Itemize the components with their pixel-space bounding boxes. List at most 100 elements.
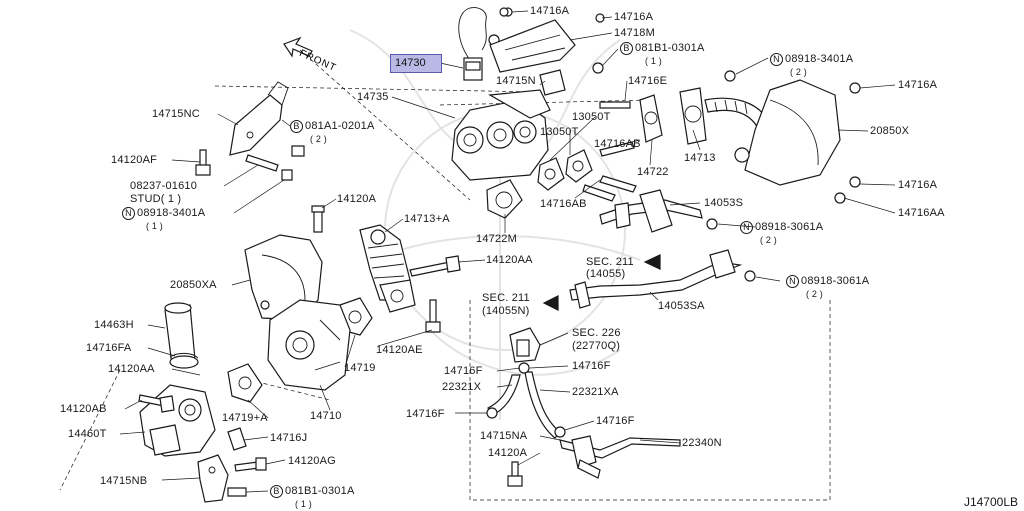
- label-14715nc[interactable]: 14715NC: [152, 108, 200, 120]
- label-14722[interactable]: 14722: [637, 166, 669, 178]
- nut-ring-icon: N: [770, 53, 783, 66]
- highlighted-part-callout[interactable]: 14730: [390, 54, 442, 73]
- label-14716aa[interactable]: 14716AA: [898, 207, 945, 219]
- hoses-22321x: [486, 362, 566, 439]
- label-sec-211[interactable]: SEC. 211: [482, 292, 530, 304]
- label-qty: ( 1 ): [146, 221, 164, 231]
- label-14716a[interactable]: 14716A: [898, 79, 938, 91]
- bracket-14715nc: [229, 81, 289, 156]
- bolts-left: [195, 145, 305, 181]
- label-sec-226[interactable]: SEC. 226: [572, 327, 621, 339]
- gasket-14719a: [227, 363, 263, 403]
- label-14718m[interactable]: 14718M: [614, 27, 655, 39]
- diagram-reference-id: J14700LB: [963, 495, 1018, 509]
- label-qty: ( 1 ): [645, 56, 663, 66]
- turbocharger-14735: [451, 69, 566, 181]
- label-14053sa[interactable]: 14053SA: [658, 300, 705, 312]
- label-14120ae[interactable]: 14120AE: [376, 344, 423, 356]
- label-22321x[interactable]: 22321X: [442, 381, 482, 393]
- label-14716f[interactable]: 14716F: [596, 415, 635, 427]
- label-14715na[interactable]: 14715NA: [480, 430, 528, 442]
- guide-line: [214, 85, 541, 93]
- leader-lines: [119, 10, 896, 493]
- label-14719a[interactable]: 14719+A: [222, 412, 268, 424]
- label-14713a[interactable]: 14713+A: [404, 213, 450, 225]
- nuts-right: [499, 7, 861, 282]
- label-20850xa[interactable]: 20850XA: [170, 279, 217, 291]
- hose-14463h: [164, 302, 199, 369]
- sec-211-arrow-icon: [542, 295, 559, 311]
- label-qty: ( 2 ): [790, 67, 808, 77]
- label-14716j[interactable]: 14716J: [270, 432, 308, 444]
- tube-14713a: [359, 224, 416, 313]
- label-sec-226-sub: (22770Q): [572, 340, 621, 352]
- outlet-14460t: [139, 384, 216, 457]
- label-qty: ( 2 ): [310, 134, 328, 144]
- label-14120aa[interactable]: 14120AA: [108, 363, 155, 375]
- label-08237-01610[interactable]: 08237-01610: [130, 180, 198, 192]
- label-14120a[interactable]: 14120A: [488, 447, 528, 459]
- label-14716f[interactable]: 14716F: [406, 408, 445, 420]
- label-22321xa[interactable]: 22321XA: [572, 386, 619, 398]
- label-14716f[interactable]: 14716F: [444, 365, 483, 377]
- label-14722m[interactable]: 14722M: [476, 233, 517, 245]
- label-08918-3061a-text: 08918-3061A: [801, 275, 870, 287]
- label-20850x[interactable]: 20850X: [870, 125, 910, 137]
- label-qty: ( 1 ): [295, 499, 313, 509]
- label-14710[interactable]: 14710: [310, 410, 342, 422]
- label-14120ab[interactable]: 14120AB: [60, 403, 107, 415]
- nut-ring-icon: N: [122, 207, 135, 220]
- label-14120a[interactable]: 14120A: [337, 193, 377, 205]
- label-sec-211[interactable]: SEC. 211: [586, 256, 634, 268]
- label-14053s[interactable]: 14053S: [704, 197, 744, 209]
- guide-line: [469, 300, 831, 501]
- bracket-14715nb: [197, 454, 247, 503]
- label-14716e[interactable]: 14716E: [628, 75, 668, 87]
- label-22340n[interactable]: 22340N: [682, 437, 722, 449]
- bolt-ring-icon: B: [290, 120, 303, 133]
- label-14713[interactable]: 14713: [684, 152, 716, 164]
- label-13050t[interactable]: 13050T: [540, 126, 579, 138]
- nut-ring-icon: N: [786, 275, 799, 288]
- label-14120ag[interactable]: 14120AG: [288, 455, 336, 467]
- clip-14716j: [227, 427, 247, 451]
- label-14716a[interactable]: 14716A: [530, 5, 570, 17]
- sec-211-arrow-icon: [643, 254, 661, 270]
- label-14716f[interactable]: 14716F: [572, 360, 611, 372]
- bolts-outlet: [138, 394, 267, 472]
- label-08918-3401a-text: 08918-3401A: [137, 207, 206, 219]
- gasket-14722m: [486, 179, 523, 219]
- label-sec-211-sub: (14055): [586, 268, 626, 280]
- heat-shield-20850xa: [244, 234, 323, 321]
- label-14120af[interactable]: 14120AF: [111, 154, 158, 166]
- label-14719[interactable]: 14719: [344, 362, 376, 374]
- label-14463h[interactable]: 14463H: [94, 319, 134, 331]
- label-qty: ( 2 ): [806, 289, 824, 299]
- label-14716ab[interactable]: 14716AB: [540, 198, 587, 210]
- label-14716a[interactable]: 14716A: [614, 11, 654, 23]
- bolt-ring-icon: B: [270, 485, 283, 498]
- label-13050t[interactable]: 13050T: [572, 111, 611, 123]
- label-14735[interactable]: 14735: [357, 91, 389, 103]
- label-14716fa[interactable]: 14716FA: [86, 342, 132, 354]
- nut-ring-icon: N: [740, 221, 753, 234]
- label-08918-3061a-text: 08918-3061A: [755, 221, 824, 233]
- front-arrow-icon: [283, 36, 313, 58]
- label-14715n[interactable]: 14715N: [496, 75, 536, 87]
- label-14715nb[interactable]: 14715NB: [100, 475, 148, 487]
- gasket-14722: [639, 94, 663, 143]
- label-14120aa[interactable]: 14120AA: [486, 254, 533, 266]
- label-stud: STUD( 1 ): [130, 193, 182, 205]
- label-14460t[interactable]: 14460T: [68, 428, 107, 440]
- label-14716a[interactable]: 14716A: [898, 179, 938, 191]
- label-14716ab[interactable]: 14716AB: [594, 138, 641, 150]
- highlighted-part-number[interactable]: 14730: [395, 57, 426, 69]
